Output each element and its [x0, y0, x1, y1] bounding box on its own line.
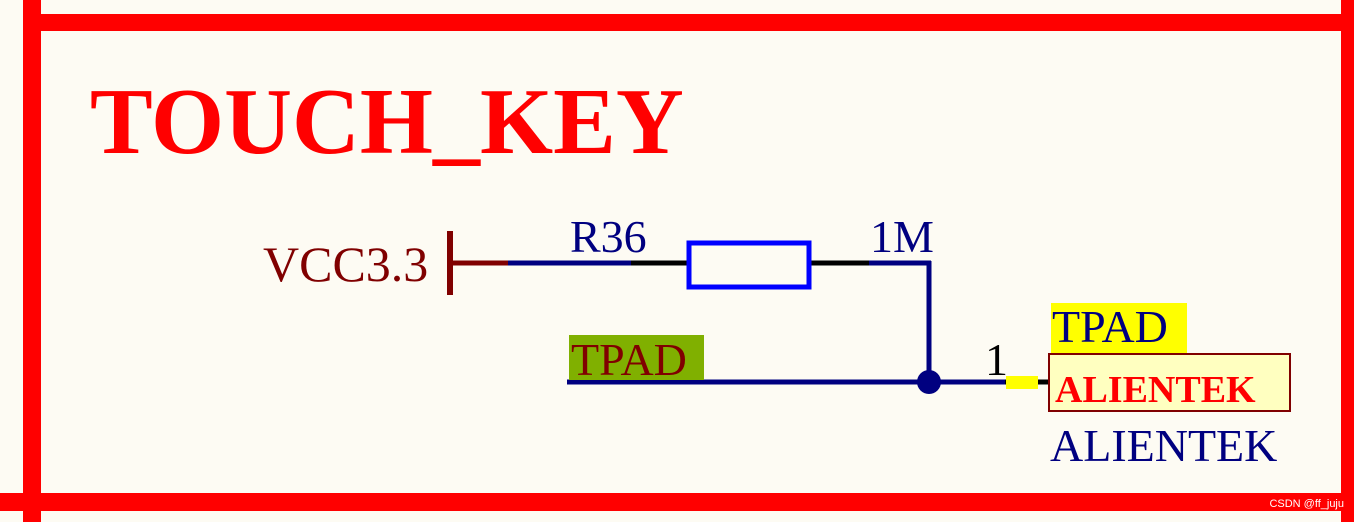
component-designator: TPAD [1052, 301, 1168, 352]
net-label[interactable]: TPAD [571, 334, 687, 385]
pin-highlight [1006, 376, 1038, 389]
designator-highlight [1051, 303, 1187, 354]
junction-dot [917, 370, 941, 394]
resistor-body[interactable] [686, 240, 812, 290]
power-port [447, 231, 508, 295]
component-body[interactable] [1048, 353, 1291, 412]
pin-number: 1 [985, 334, 1008, 385]
net-label-highlight [569, 335, 704, 380]
component-body-text: ALIENTEK [1055, 369, 1256, 411]
component-comment: ALIENTEK [1050, 420, 1277, 471]
resistor-designator: R36 [570, 211, 647, 262]
sheet-title: TOUCH_KEY [90, 70, 684, 174]
resistor-value: 1M [870, 211, 934, 262]
watermark: CSDN @ff_juju [1269, 498, 1344, 510]
power-net-label: VCC3.3 [263, 236, 428, 292]
